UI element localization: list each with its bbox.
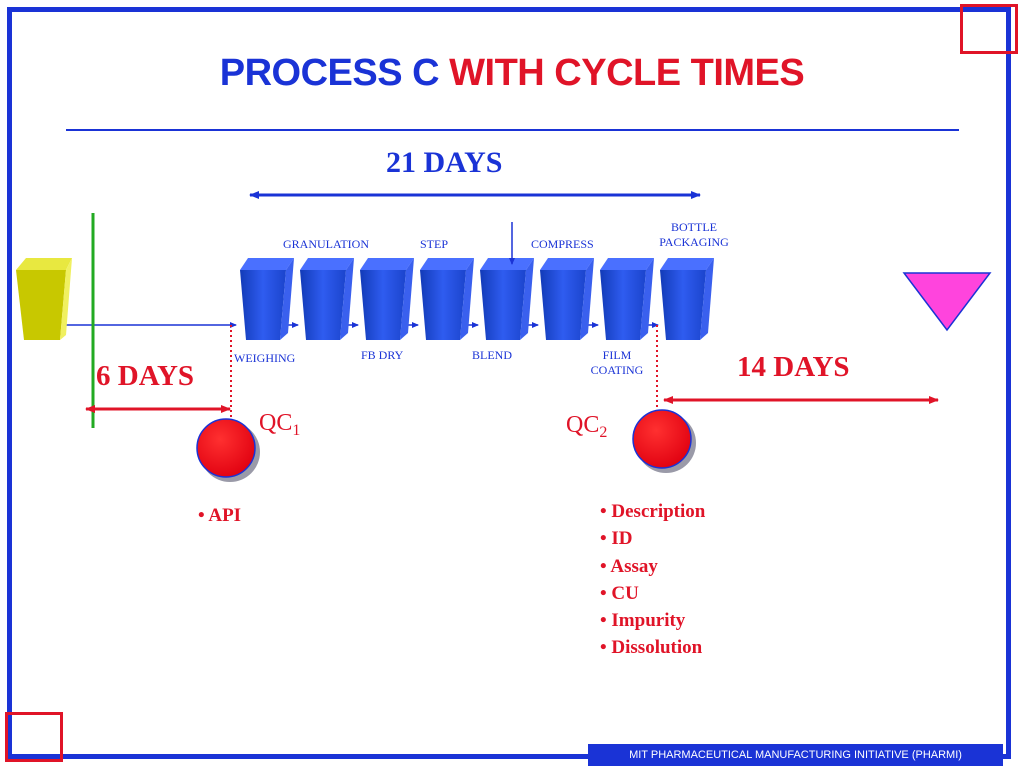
duration-6-days: 6 DAYS bbox=[96, 360, 195, 392]
step-film-coating: FILM COATING bbox=[577, 348, 657, 378]
list-item: • Impurity bbox=[600, 610, 686, 632]
corner-square-top-right bbox=[960, 4, 1018, 54]
raw-material-bin-icon bbox=[16, 258, 72, 340]
title-part1: PROCESS C bbox=[219, 52, 440, 94]
corner-square-bottom-left bbox=[5, 712, 63, 762]
process-vessel-icon bbox=[360, 258, 414, 340]
footer-banner: MIT PHARMACEUTICAL MANUFACTURING INITIAT… bbox=[588, 744, 1003, 766]
step-compress: COMPRESS bbox=[531, 237, 594, 251]
process-vessel-icon bbox=[420, 258, 474, 340]
list-item: • Description bbox=[600, 501, 706, 522]
list-item: • Assay bbox=[600, 555, 658, 577]
qc2-text: QC bbox=[566, 412, 600, 438]
step-granulation: GRANULATION bbox=[283, 237, 369, 251]
duration-14-days: 14 DAYS bbox=[737, 351, 850, 383]
process-vessel-icon bbox=[480, 258, 534, 340]
qc2-subscript: 2 bbox=[599, 424, 608, 441]
list-item: • CU bbox=[600, 582, 639, 604]
slide-title: PROCESS C WITH CYCLE TIMES bbox=[0, 52, 1024, 95]
qc1-subscript: 1 bbox=[292, 422, 301, 439]
step-film-line2: COATING bbox=[590, 363, 644, 377]
title-part2: WITH CYCLE TIMES bbox=[449, 52, 805, 94]
qc-circle-icon bbox=[196, 418, 260, 482]
step-film-line1: FILM bbox=[602, 348, 632, 362]
list-item: • Dissolution bbox=[600, 637, 703, 659]
list-item: • ID bbox=[600, 528, 633, 550]
qc1-test-list: • API bbox=[198, 502, 241, 529]
step-fb-dry: FB DRY bbox=[361, 348, 404, 362]
qc-circle-icon bbox=[632, 409, 696, 473]
duration-21-days: 21 DAYS bbox=[386, 146, 503, 179]
qc1-text: QC bbox=[259, 410, 293, 436]
step-step: STEP bbox=[420, 237, 449, 251]
step-weighing: WEIGHING bbox=[234, 351, 296, 365]
process-vessel-icon bbox=[240, 258, 294, 340]
process-vessel-icon bbox=[300, 258, 354, 340]
process-vessel-icon bbox=[540, 258, 594, 340]
step-bottle-packaging: BOTTLE PACKAGING bbox=[649, 220, 739, 250]
step-blend: BLEND bbox=[472, 348, 512, 362]
storage-triangle-icon bbox=[902, 272, 992, 332]
step-bottle-line2: PACKAGING bbox=[659, 235, 729, 249]
title-rule bbox=[66, 129, 959, 131]
process-vessel-icon bbox=[600, 258, 654, 340]
qc1-label: QC1 bbox=[259, 410, 300, 440]
step-bottle-line1: BOTTLE bbox=[671, 220, 717, 234]
qc2-label: QC2 bbox=[566, 412, 607, 442]
slide-frame bbox=[7, 7, 1011, 759]
qc2-test-list: • Description • ID • Assay • CU • Impuri… bbox=[600, 498, 705, 662]
process-vessel-icon bbox=[660, 258, 714, 340]
list-item: • API bbox=[198, 505, 242, 526]
